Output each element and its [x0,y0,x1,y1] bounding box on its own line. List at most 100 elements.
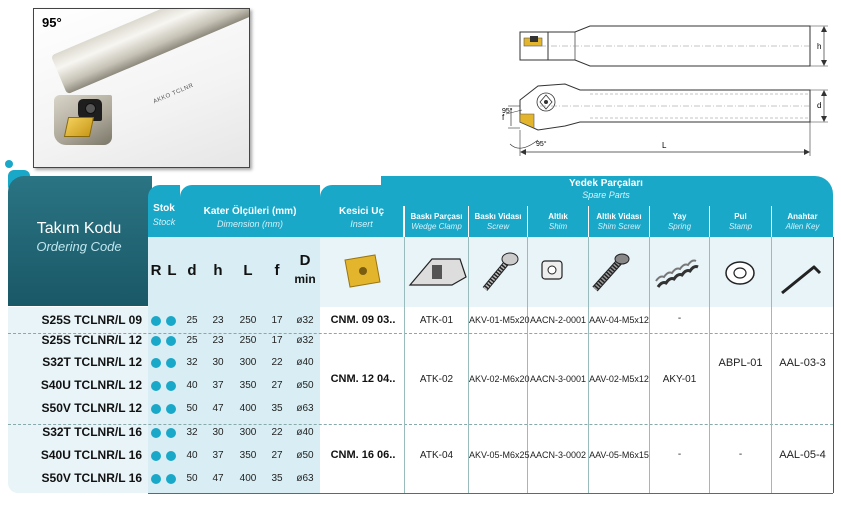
boring-bar-shank [50,9,249,95]
technical-drawing: h d f L 95° 95° [502,25,828,156]
dim-f-label: f [502,113,505,122]
col-line-4 [588,237,589,493]
spare-parts-title: Yedek Parçaları [569,178,643,189]
col-line-7 [771,237,772,493]
ordering-code-title: Takım Kodu [36,220,122,237]
stock-right-indicator [151,381,161,391]
corner-bullet [5,160,13,168]
dim-h: 47 [212,403,224,414]
shim-subtitle: Shim [548,222,568,231]
ordering-code: S25S TCLNR/L 12 [41,333,142,347]
dimension-header [180,185,320,237]
ordering-code: S50V TCLNR/L 12 [41,401,142,415]
clamp-screw-photo [85,103,96,114]
group2-wedge: ATK-02 [419,374,454,385]
col-f: f [274,262,280,279]
allen-key-title: Anahtar [787,212,818,221]
screw-title: Baskı Vidası [474,212,522,221]
dim-D-min: ø63 [296,403,314,414]
stock-left-indicator [166,474,176,484]
dim-h: 47 [212,473,224,484]
group2-shim: AACN-3-0001 [529,374,587,384]
ordering-code: S25S TCLNR/L 09 [41,313,142,327]
dim-d-label: d [817,101,821,110]
code-column-tint [8,307,148,493]
wedge-clamp-title: Baskı Parçası [410,212,463,221]
dim-f: 22 [271,427,283,438]
dim-d: 32 [186,357,198,368]
group1-insert: CNM. 09 03.. [330,314,396,326]
stock-left-indicator [166,381,176,391]
bar-engraving: AKKO TCLNR [152,82,195,106]
col-line-5 [649,237,650,493]
dim-f: 27 [271,380,283,391]
dim-d: 25 [186,335,198,346]
stock-left-indicator [166,358,176,368]
group1-wedge: ATK-01 [419,315,454,326]
allen-key-header [772,206,833,237]
screw-subtitle: Screw [486,222,510,231]
shim-screw-icon [592,253,630,292]
stamp-bottom-value: - [738,449,743,460]
stock-right-indicator [151,474,161,484]
dim-f: 22 [271,357,283,368]
group1-screw: AKV-01-M5x20 [469,315,530,325]
row-separator-2 [8,424,833,425]
insert-photo [63,117,95,137]
spring-title: Yay [672,212,687,221]
angle-label-b: 95° [536,140,547,148]
col-R: R [150,262,162,279]
stock-right-indicator [151,316,161,326]
insert-subtitle: Insert [350,219,373,229]
spare-parts-band [381,176,833,206]
dim-L: 300 [239,357,257,368]
group2-screw: AKV-02-M6x20 [469,374,530,384]
dim-L: 400 [239,473,257,484]
group3-insert: CNM. 16 06.. [330,449,396,461]
group3-screw: AKV-05-M6x25 [469,450,530,460]
dim-f: 17 [271,335,283,346]
col-line-3 [527,237,528,493]
dim-h: 23 [212,315,224,326]
dim-D-min: ø63 [296,473,314,484]
stock-left-indicator [166,428,176,438]
group1-shim-screw: AAV-04-M5x12 [589,315,649,325]
stamp-title: Pul [734,212,747,221]
stock-right-indicator [151,358,161,368]
dim-d: 40 [186,450,198,461]
group3-shim: AACN-3-0002 [529,450,587,460]
col-h: h [213,262,223,279]
dim-f: 17 [271,315,283,326]
dim-f: 27 [271,450,283,461]
dim-h: 37 [212,380,224,391]
dimension-subtitle: Dimension (mm) [216,219,283,229]
side-view-drawing [519,25,828,67]
ordering-code-panel [8,176,152,306]
stock-left-indicator [166,336,176,346]
dim-D-min: ø40 [296,427,314,438]
dim-f: 35 [271,473,283,484]
stock-right-indicator [151,451,161,461]
dim-D-min: ø50 [296,450,314,461]
dim-L: 250 [239,315,257,326]
row-separator-1 [8,333,833,334]
stock-left-indicator [166,451,176,461]
group3-wedge: ATK-04 [419,450,454,461]
shim-screw-title: Altlık Vidası [596,212,642,221]
stock-title: Stok [153,203,175,214]
insert-title: Kesici Uç [338,206,385,217]
col-D: D [299,252,311,269]
stock-right-indicator [151,336,161,346]
ordering-code: S32T TCLNR/L 16 [42,425,142,439]
parts-icons [344,252,822,295]
group2-shim-screw: AAV-02-M5x12 [589,374,649,384]
col-line-2 [468,237,469,493]
stamp-top-value: ABPL-01 [718,357,763,369]
group1-spring: - [677,313,682,324]
stock-right-indicator [151,428,161,438]
dim-h-label: h [817,42,821,51]
key-bottom-value: AAL-05-4 [779,449,826,461]
col-line-1 [404,237,405,493]
dim-h: 30 [212,357,224,368]
dimension-title: Kater Ölçüleri (mm) [203,206,297,217]
